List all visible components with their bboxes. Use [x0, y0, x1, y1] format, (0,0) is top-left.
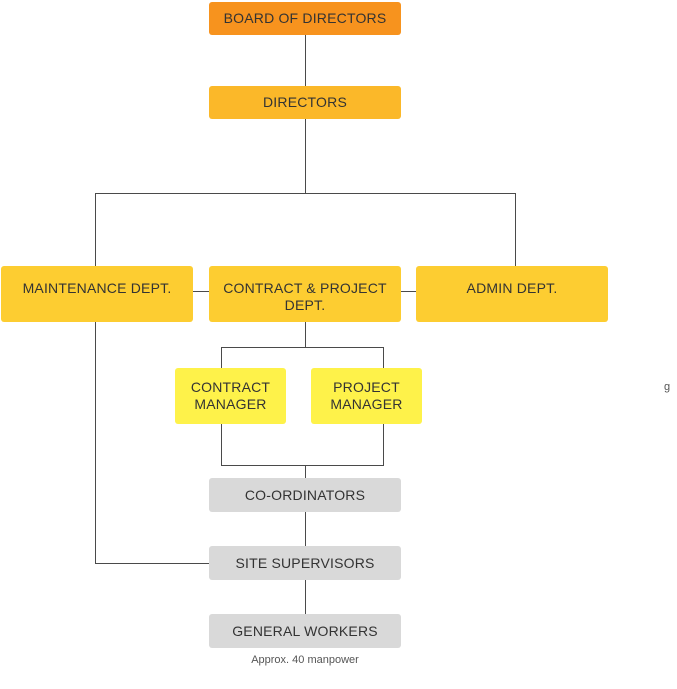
- node-label: PROJECT MANAGER: [330, 379, 403, 412]
- node-site-supervisors: SITE SUPERVISORS: [209, 546, 401, 580]
- connector-contract-manager-out: [221, 424, 222, 465]
- node-contract-project-dept: CONTRACT & PROJECT DEPT.: [209, 266, 401, 322]
- connector-contract-manager-in: [221, 347, 222, 368]
- connector-managers-coordinators: [305, 465, 306, 478]
- connector-manager-bottom-bus: [221, 465, 384, 466]
- node-maintenance-dept: MAINTENANCE DEPT.: [1, 266, 193, 322]
- node-project-manager: PROJECT MANAGER: [311, 368, 422, 424]
- node-label: MAINTENANCE DEPT.: [22, 280, 172, 296]
- connector-maintenance-contract: [193, 291, 209, 292]
- connector-admin-drop: [515, 193, 516, 266]
- connector-project-manager-out: [383, 424, 384, 465]
- node-label: CONTRACT MANAGER: [190, 379, 271, 412]
- node-label: DIRECTORS: [263, 94, 347, 110]
- connector-maintenance-supervisors: [95, 563, 209, 564]
- node-label: GENERAL WORKERS: [232, 622, 378, 639]
- node-directors: DIRECTORS: [209, 86, 401, 119]
- stray-glyph: g: [664, 381, 671, 393]
- connector-directors-branch: [305, 119, 306, 193]
- node-label: ADMIN DEPT.: [466, 280, 558, 296]
- node-label: BOARD OF DIRECTORS: [223, 10, 387, 26]
- connector-maintenance-drop: [95, 193, 96, 266]
- node-label: CONTRACT & PROJECT DEPT.: [223, 280, 387, 313]
- connector-contract-down: [305, 322, 306, 347]
- node-general-workers: GENERAL WORKERS: [209, 614, 401, 648]
- connector-supervisors-workers: [305, 580, 306, 614]
- node-admin-dept: ADMIN DEPT.: [416, 266, 608, 322]
- connector-project-manager-in: [383, 347, 384, 368]
- node-coordinators: CO-ORDINATORS: [209, 478, 401, 512]
- node-board-of-directors: BOARD OF DIRECTORS: [209, 2, 401, 35]
- connector-board-directors: [305, 35, 306, 86]
- node-contract-manager: CONTRACT MANAGER: [175, 368, 286, 424]
- workers-note: Approx. 40 manpower: [251, 654, 359, 666]
- connector-department-bus: [95, 193, 516, 194]
- node-label: SITE SUPERVISORS: [235, 554, 375, 571]
- node-label: CO-ORDINATORS: [244, 486, 366, 503]
- connector-manager-top-bus: [221, 347, 384, 348]
- connector-maintenance-down: [95, 322, 96, 563]
- connector-contract-admin: [401, 291, 416, 292]
- connector-coordinators-supervisors: [305, 512, 306, 546]
